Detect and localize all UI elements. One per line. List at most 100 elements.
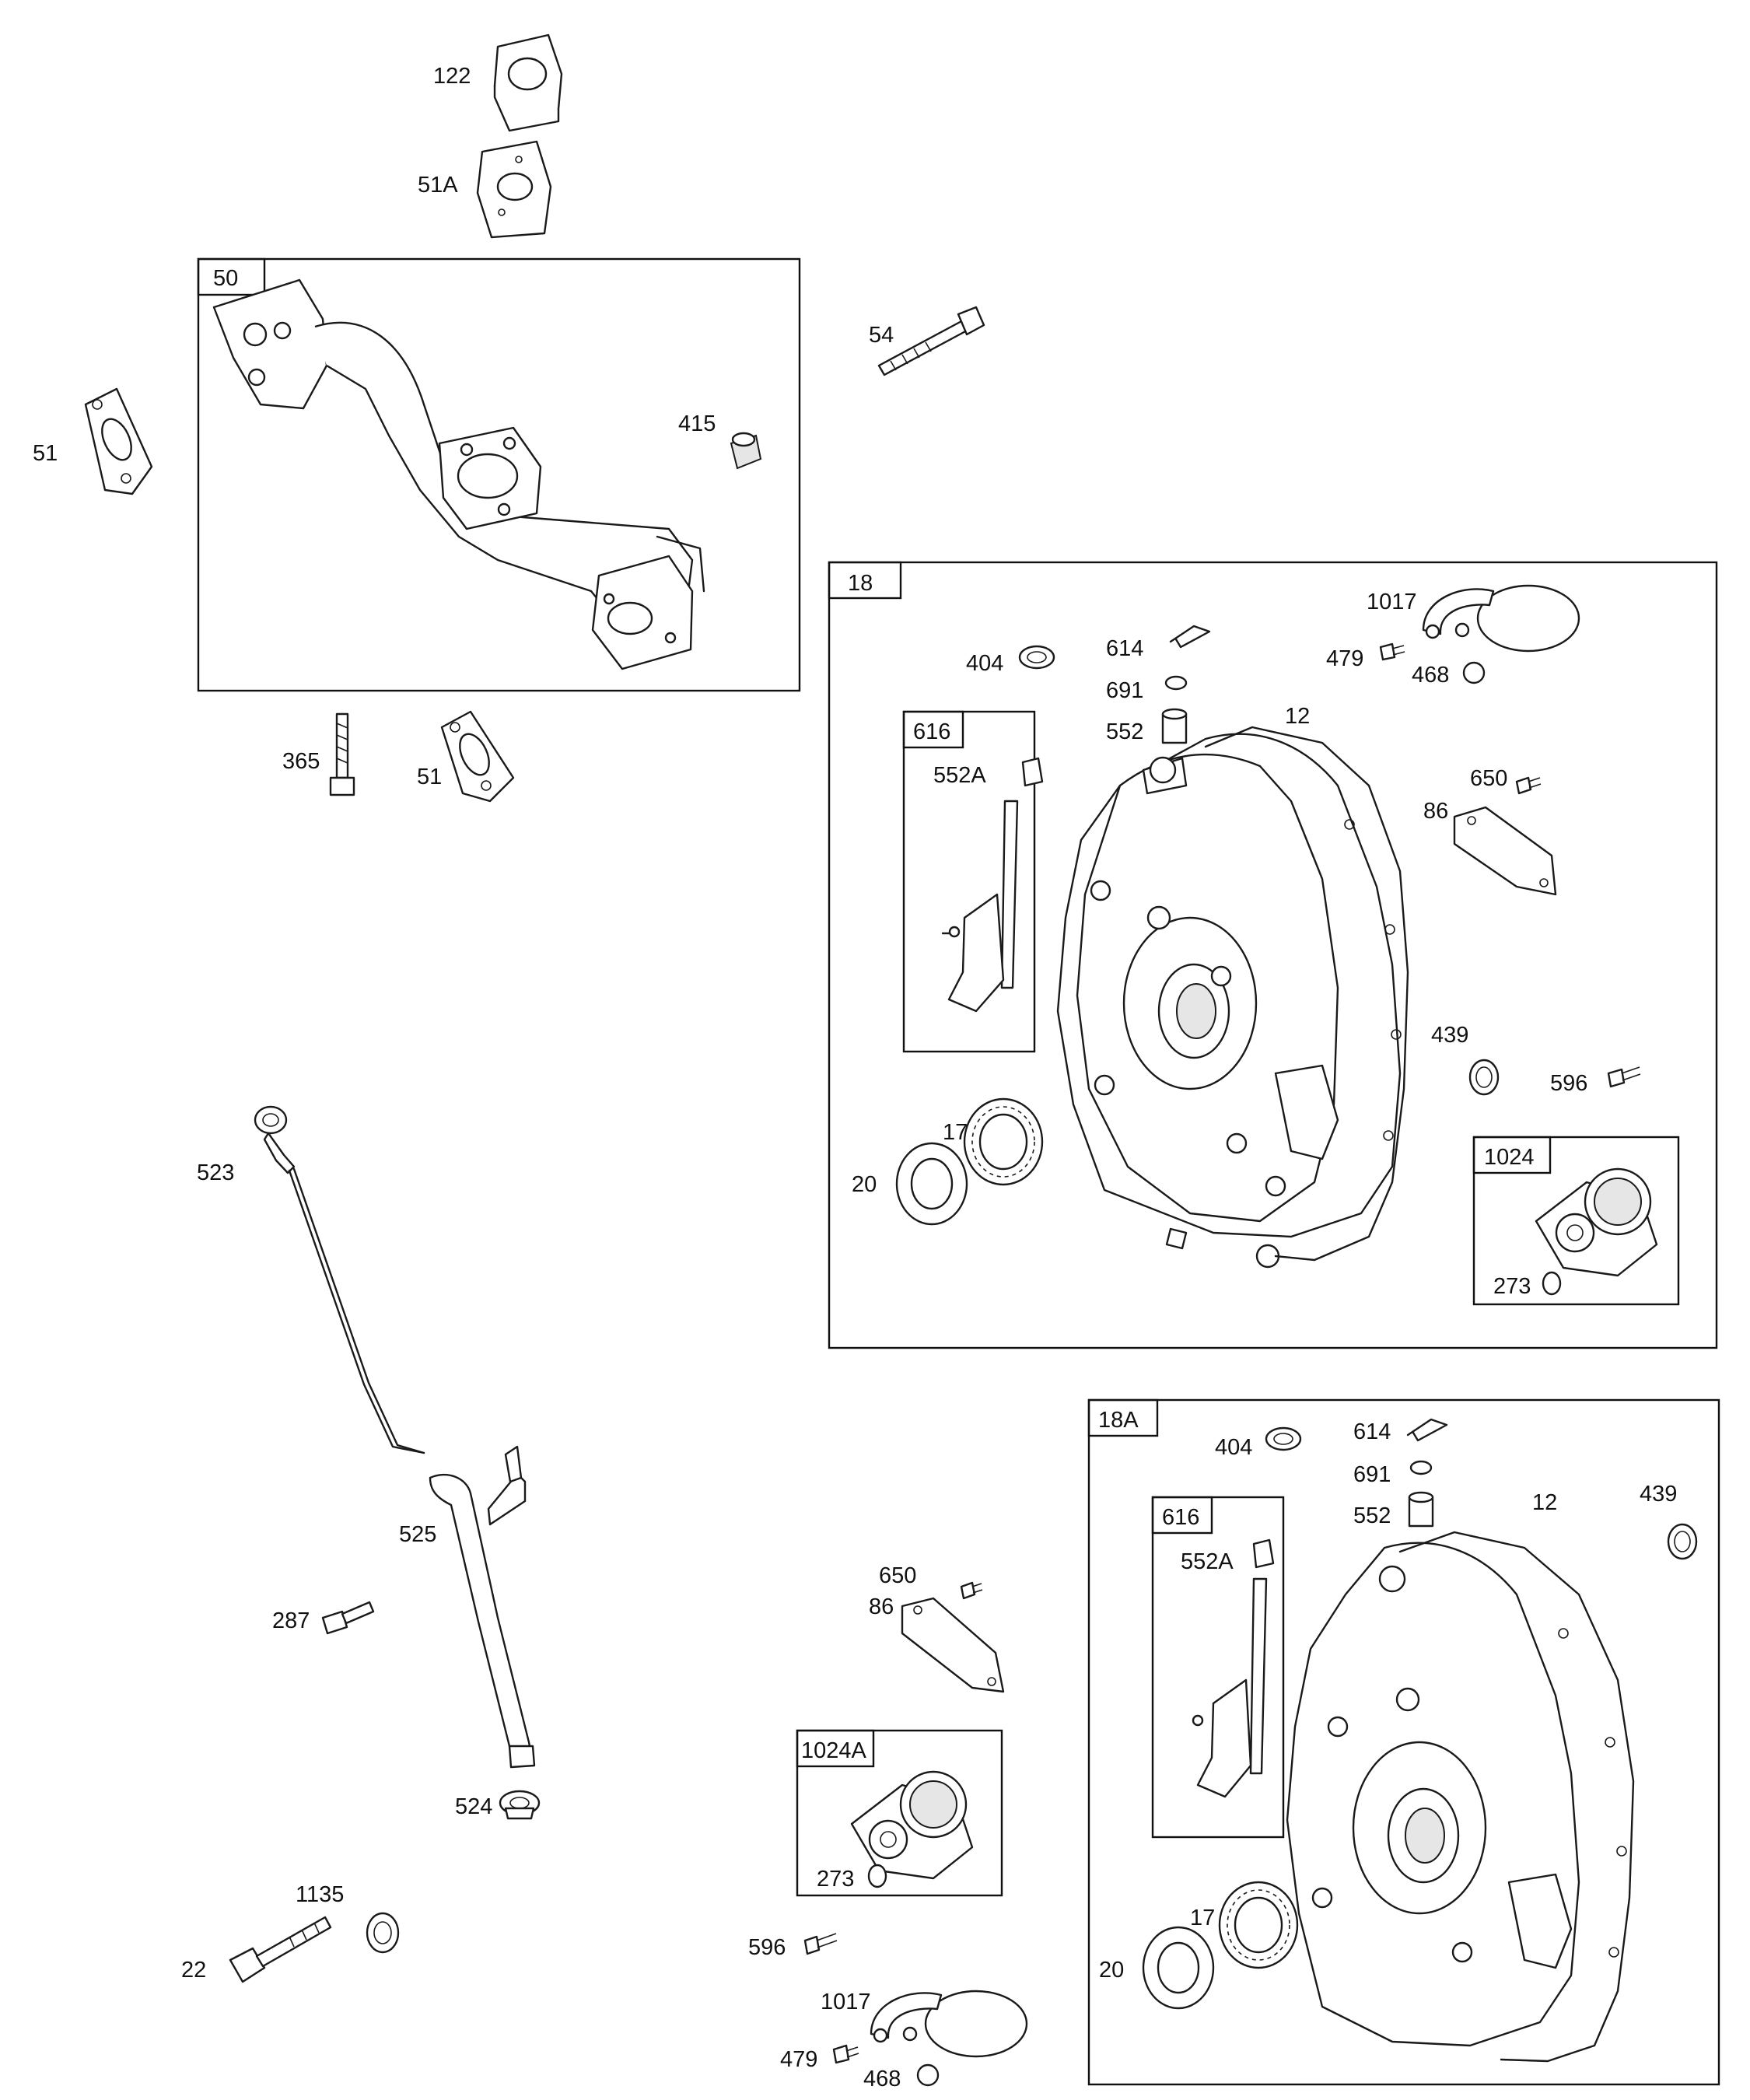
seal-20-18a <box>1142 1926 1215 2010</box>
screw-650-bottom <box>960 1581 983 1600</box>
label-17-18a: 17 <box>1190 1906 1215 1930</box>
label-439: 439 <box>1431 1023 1468 1048</box>
label-22: 22 <box>181 1958 206 1983</box>
label-122: 122 <box>433 64 471 89</box>
label-20: 20 <box>852 1172 877 1197</box>
gasket-51-bottom <box>440 710 515 803</box>
bolt-287 <box>321 1601 375 1635</box>
washer-1135 <box>366 1912 400 1954</box>
bushing-552 <box>1161 708 1188 744</box>
screw-650 <box>1515 776 1542 795</box>
label-650-bottom: 650 <box>879 1563 916 1588</box>
box-18 <box>828 561 1718 1349</box>
dipstick-tube-525 <box>429 1445 536 1769</box>
label-86-bottom: 86 <box>869 1594 894 1619</box>
pin-614-18a <box>1406 1418 1448 1442</box>
label-552-18a: 552 <box>1353 1503 1391 1528</box>
breather-1017 <box>1422 584 1580 653</box>
label-54: 54 <box>869 323 894 348</box>
plate-86 <box>1453 806 1557 896</box>
label-20-18a: 20 <box>1099 1958 1124 1983</box>
label-524: 524 <box>455 1794 492 1819</box>
governor-shaft-616a <box>1192 1538 1275 1798</box>
label-468: 468 <box>1412 663 1449 688</box>
box-18a-label: 18A <box>1098 1408 1139 1433</box>
label-51-bottom: 51 <box>417 765 442 789</box>
box-50 <box>197 257 801 692</box>
bolt-365 <box>329 712 355 796</box>
box-616a-label: 616 <box>1162 1505 1199 1530</box>
label-12: 12 <box>1285 704 1310 729</box>
box-616a <box>1151 1496 1285 1839</box>
box-50-tag <box>197 257 266 296</box>
label-691-18a: 691 <box>1353 1462 1391 1487</box>
label-273-bottom: 273 <box>817 1867 854 1892</box>
washer-691 <box>1164 675 1188 691</box>
label-404-18a: 404 <box>1215 1435 1252 1460</box>
screw-479 <box>1379 642 1405 661</box>
label-439-18a: 439 <box>1640 1482 1677 1507</box>
washer-273 <box>1542 1271 1562 1296</box>
box-18a <box>1087 1398 1720 2086</box>
bolt-54 <box>877 306 985 376</box>
box-1024a <box>796 1729 1003 1897</box>
box-1024-tag <box>1472 1136 1552 1174</box>
box-1024-label: 1024 <box>1484 1145 1535 1170</box>
label-86: 86 <box>1423 799 1448 824</box>
bearing-17-18a <box>1218 1881 1299 1969</box>
label-365: 365 <box>282 749 320 774</box>
label-415: 415 <box>678 411 716 436</box>
gasket-51-left <box>84 387 153 495</box>
box-616a-tag <box>1151 1496 1213 1535</box>
gasket-51a <box>476 140 552 239</box>
seal-404 <box>1018 645 1055 670</box>
label-12-18a: 12 <box>1532 1490 1557 1515</box>
intake-manifold <box>212 278 705 670</box>
box-616-tag <box>902 710 964 749</box>
label-552a-18a: 552A <box>1181 1549 1234 1574</box>
label-287: 287 <box>272 1608 310 1633</box>
label-479: 479 <box>1326 646 1363 671</box>
washer-468 <box>1462 661 1486 684</box>
box-1024a-label: 1024A <box>801 1738 867 1763</box>
box-616 <box>902 710 1036 1053</box>
grommet-524 <box>499 1790 541 1820</box>
label-404: 404 <box>966 651 1003 676</box>
box-18a-tag <box>1087 1398 1159 1437</box>
label-596-bottom: 596 <box>748 1935 786 1960</box>
label-596: 596 <box>1550 1071 1587 1096</box>
label-552a: 552A <box>933 763 986 788</box>
box-616-label: 616 <box>913 719 950 744</box>
box-18-label: 18 <box>848 571 873 596</box>
label-51-left: 51 <box>33 441 58 466</box>
gasket-12 <box>1204 726 1409 1262</box>
label-1017: 1017 <box>1367 590 1417 614</box>
washer-468-bottom <box>916 2063 940 2087</box>
label-614-18a: 614 <box>1353 1419 1391 1444</box>
bushing-552-18a <box>1408 1491 1434 1528</box>
crankcase-cover-12 <box>1056 733 1402 1269</box>
oil-pump-1024 <box>1535 1167 1658 1277</box>
bearing-17 <box>963 1097 1044 1186</box>
washer-439 <box>1468 1059 1500 1096</box>
seal-20 <box>895 1142 968 1226</box>
label-468-bottom: 468 <box>863 2067 901 2091</box>
screw-596-bottom <box>803 1933 838 1955</box>
dipstick-523 <box>254 1105 425 1454</box>
box-18-tag <box>828 561 902 600</box>
label-614: 614 <box>1106 636 1143 661</box>
label-525: 525 <box>399 1522 436 1547</box>
governor-shaft-616 <box>941 757 1044 1013</box>
gasket-12-18a <box>1398 1531 1635 2063</box>
crankcase-cover-12-18a <box>1286 1542 1580 2047</box>
pin-614 <box>1169 625 1211 649</box>
screw-479-bottom <box>832 2044 859 2064</box>
label-552: 552 <box>1106 719 1143 744</box>
label-479-bottom: 479 <box>780 2047 817 2072</box>
plug-415 <box>730 432 762 470</box>
label-51a: 51A <box>418 173 458 198</box>
label-523: 523 <box>197 1160 234 1185</box>
box-50-label: 50 <box>213 266 238 291</box>
label-1017-bottom: 1017 <box>821 1990 871 2014</box>
